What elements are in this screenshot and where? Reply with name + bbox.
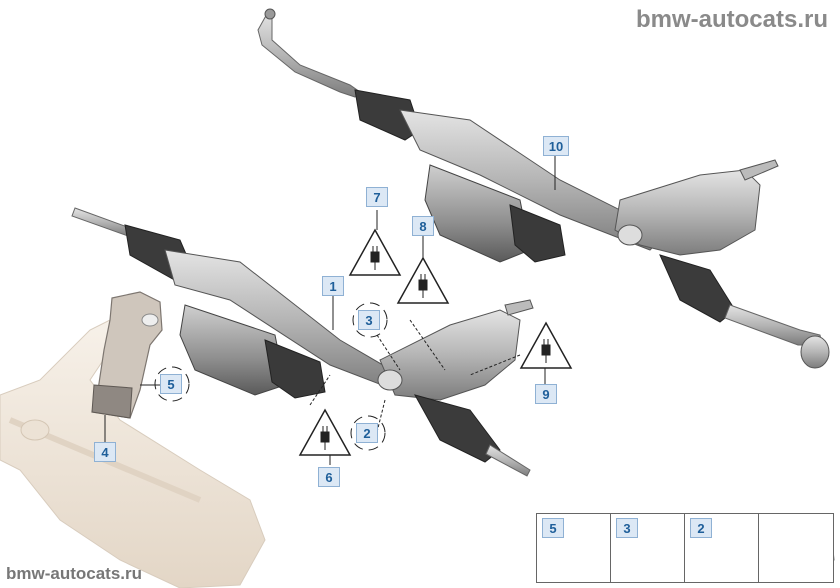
callout-9[interactable]: 9 [535, 384, 557, 404]
plug-icon [320, 246, 551, 450]
callout-6[interactable]: 6 [318, 467, 340, 487]
callout-5[interactable]: 5 [160, 374, 182, 394]
legend-cell-screw[interactable]: 5 [537, 514, 611, 582]
heat-shield-part [91, 291, 163, 419]
callout-7[interactable]: 7 [366, 187, 388, 207]
callout-4[interactable]: 4 [94, 442, 116, 462]
legend-callout-5: 5 [542, 518, 564, 538]
legend-cell-bolt[interactable]: 2 [685, 514, 759, 582]
parts-legend-box: 5 3 2 [536, 513, 834, 583]
callout-8[interactable]: 8 [412, 216, 434, 236]
ghost-rack-background [0, 319, 266, 588]
callout-10[interactable]: 10 [543, 136, 569, 156]
watermark-top: bmw-autocats.ru [635, 6, 828, 33]
legend-callout-3: 3 [616, 518, 638, 538]
callout-circles [154, 302, 388, 451]
watermark-bottom: bmw-autocats.ru [6, 564, 143, 583]
legend-callout-2: 2 [690, 518, 712, 538]
upper-steering-rack [257, 8, 830, 369]
legend-cell-clip-nut[interactable]: 3 [611, 514, 685, 582]
callout-3[interactable]: 3 [358, 310, 380, 330]
legend-cell-location [759, 514, 833, 582]
callout-2[interactable]: 2 [356, 423, 378, 443]
lower-steering-rack [71, 207, 534, 477]
callout-1[interactable]: 1 [322, 276, 344, 296]
